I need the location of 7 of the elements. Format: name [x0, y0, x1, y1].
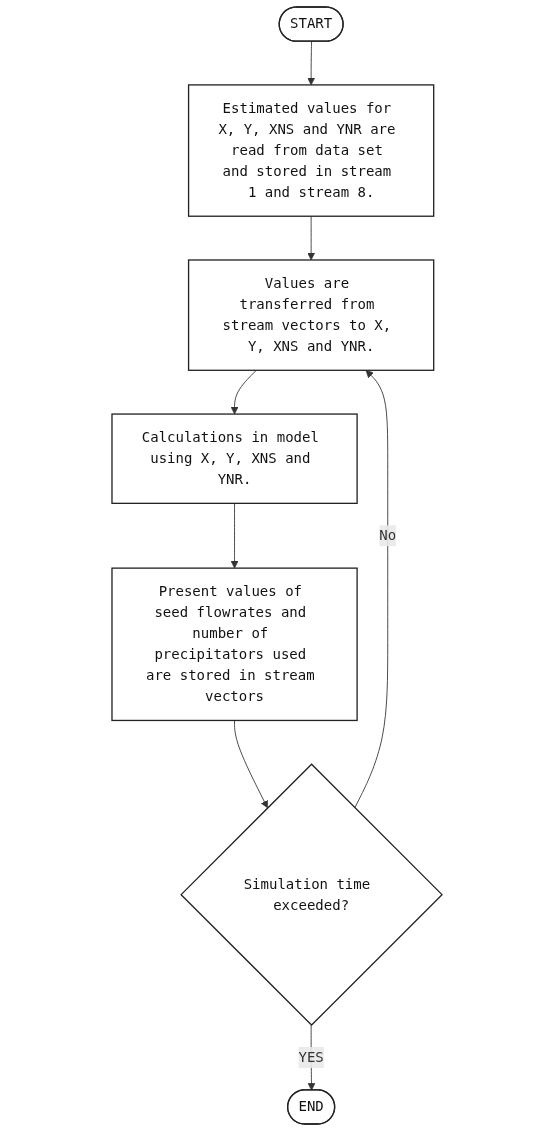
node-box: Present values of seed flowrates and number of precipitators used are stored in stream vectors: [111, 567, 358, 722]
node-box: Calculations in model using X, Y, XNS and YNR.: [111, 413, 358, 504]
node-diamond: Simulation time exceeded?: [180, 763, 443, 1026]
node-box: Values are transferred from stream vectors to X, Y, XNS and YNR.: [187, 259, 435, 371]
node-box: Estimated values for X, Y, XNS and YNR are read from data set and stored in stream 1 and stream 8.: [187, 84, 435, 217]
edge-label: No: [379, 526, 397, 544]
edge-label: YES: [298, 1048, 324, 1066]
